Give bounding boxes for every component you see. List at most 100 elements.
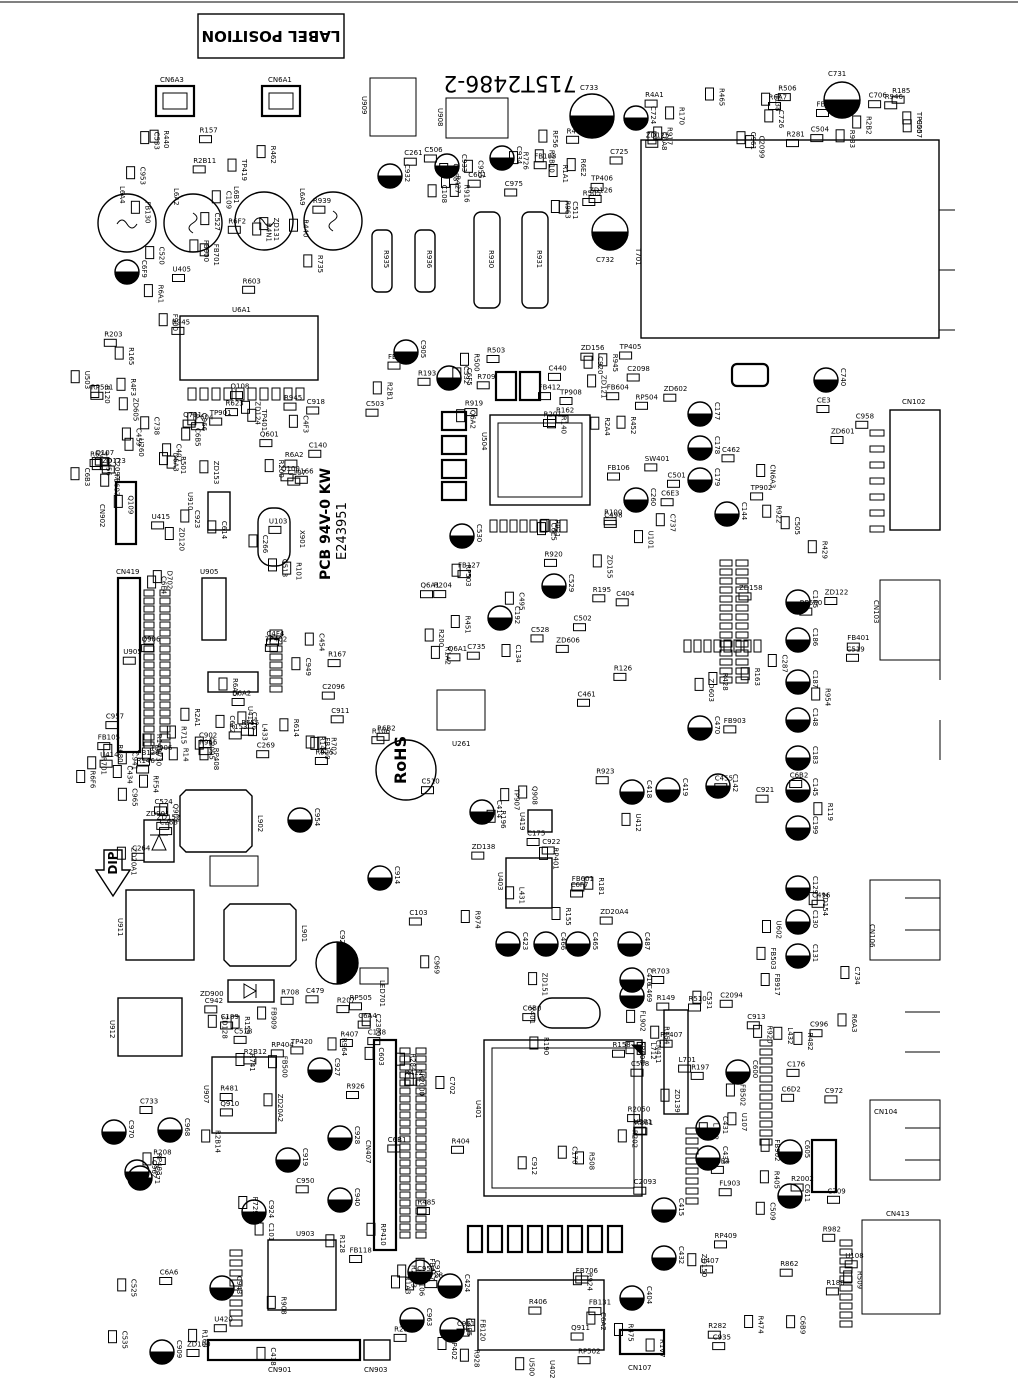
smd-pad — [186, 1349, 200, 1357]
lower-left-pad — [229, 1279, 243, 1287]
elcap-c424: C424 — [437, 1273, 471, 1299]
component-label: FL903 — [719, 1180, 740, 1188]
smd-pad — [707, 1330, 721, 1339]
smd-pad — [460, 910, 470, 923]
smd-pad — [816, 405, 830, 413]
smd-pad — [460, 352, 469, 366]
elcap-label: C470 — [713, 716, 721, 734]
smd-pads — [70, 87, 912, 1371]
smd-pad — [884, 101, 898, 110]
smd-pad — [116, 377, 126, 391]
smd-pad — [191, 422, 205, 431]
smd-pad — [500, 788, 510, 802]
board-number: 715T2486-2 — [443, 70, 576, 95]
smd-pad — [515, 1357, 525, 1371]
component-label: R197 — [691, 1063, 709, 1071]
component-label: C106 — [418, 1278, 426, 1297]
component-label: R505 — [583, 190, 601, 198]
component-label: R406 — [529, 1298, 548, 1306]
elcap-c419: C419 — [655, 777, 689, 803]
elcap-c179: C179 — [687, 467, 721, 493]
smd-pad — [158, 313, 168, 327]
component-label: ZD152 — [157, 813, 181, 821]
smd-pad — [570, 889, 584, 898]
elcap-c186: C186 — [785, 627, 819, 653]
large-cap-c929: C929 — [315, 930, 359, 985]
cn407-pad — [399, 1047, 411, 1055]
component-label: C923 — [193, 510, 201, 528]
smd-pad — [416, 1207, 430, 1215]
elcap-label: C432 — [677, 1246, 685, 1264]
component-label: TP406 — [590, 174, 613, 182]
component-label: ZD125 — [646, 131, 670, 139]
cn419-pad — [159, 669, 171, 677]
connector-cn6a3-ref: CN6A3 — [160, 76, 184, 84]
cn413-pad — [839, 1284, 853, 1292]
component-label: R923 — [596, 768, 614, 776]
component-label: U405 — [173, 266, 191, 274]
component-label: C455 — [715, 775, 733, 783]
lower-left-pad — [229, 1269, 243, 1277]
smd-pad — [540, 518, 550, 532]
component-label: R614 — [292, 719, 300, 738]
ic-u403: U403 — [496, 857, 553, 909]
smd-pad — [609, 156, 623, 165]
smd-pad — [570, 1332, 584, 1341]
elcap-label: C187 — [811, 670, 819, 688]
component-label: R2B2 — [865, 116, 873, 135]
right-lower-pad — [759, 1066, 773, 1074]
smd-pad — [645, 1338, 655, 1352]
mid-right-pad — [683, 639, 692, 653]
ic-u402: U402 — [477, 1279, 605, 1378]
component-label: RP505 — [350, 994, 372, 1002]
elcap-c199: C199 — [785, 815, 819, 841]
elcap-label: C927 — [333, 1058, 341, 1076]
component-label: C495 — [517, 592, 525, 610]
component-label: C462 — [722, 446, 740, 454]
cn407-pad — [399, 1055, 411, 1063]
smd-pad — [786, 1068, 800, 1077]
component-label: R141 — [155, 734, 163, 752]
smd-pad — [100, 473, 110, 487]
component-label: C527 — [213, 213, 221, 231]
smd-pad — [723, 725, 737, 734]
component-label: R2B14 — [214, 1130, 222, 1154]
smd-pad — [259, 439, 273, 448]
ic-u261: U261 — [436, 689, 486, 748]
cn407-pad — [399, 1087, 411, 1095]
smd-pad — [584, 876, 594, 890]
elcap-c131: C131 — [785, 943, 819, 969]
cn413-pad — [839, 1293, 853, 1301]
elcap-label: C611 — [803, 1184, 811, 1202]
coil-l6a2-ref: L6A2 — [172, 188, 180, 206]
smd-pad — [644, 463, 658, 472]
u504-pad — [519, 519, 528, 533]
component-label: U503 — [83, 371, 91, 389]
connector-cn411: CN411 — [654, 1009, 689, 1115]
elcap-c611: C611 — [777, 1183, 811, 1209]
elcap-label: C405 — [465, 1318, 473, 1336]
connector-cn103-ref: CN103 — [872, 600, 880, 624]
smd-pad — [767, 654, 777, 667]
smd-pad — [612, 1049, 625, 1058]
component-label: C6F7 — [571, 881, 589, 889]
component-label: C108 — [440, 185, 448, 203]
component-label: FB130 — [143, 201, 151, 223]
component-label: C4F3 — [301, 415, 309, 433]
smd-pad — [143, 284, 153, 298]
smd-pad — [526, 838, 540, 846]
smd-pad — [588, 1307, 602, 1316]
component-label: C734 — [853, 967, 861, 986]
elcap-label: C968 — [183, 1118, 191, 1136]
cn419-pad — [143, 637, 155, 645]
cn419-pad — [143, 693, 155, 701]
elcap-c740: C740 — [813, 367, 847, 393]
u6a1-pad — [283, 387, 293, 401]
cn407-pad — [399, 1175, 411, 1183]
elcap-label: C419 — [681, 778, 689, 796]
component-label: RP501 — [91, 383, 113, 391]
component-label: C4F4 — [267, 630, 285, 638]
elcap-label: C970 — [127, 1120, 135, 1138]
elcap-c6f9: C6F9 — [114, 259, 148, 285]
component-label: RP504 — [636, 393, 659, 401]
